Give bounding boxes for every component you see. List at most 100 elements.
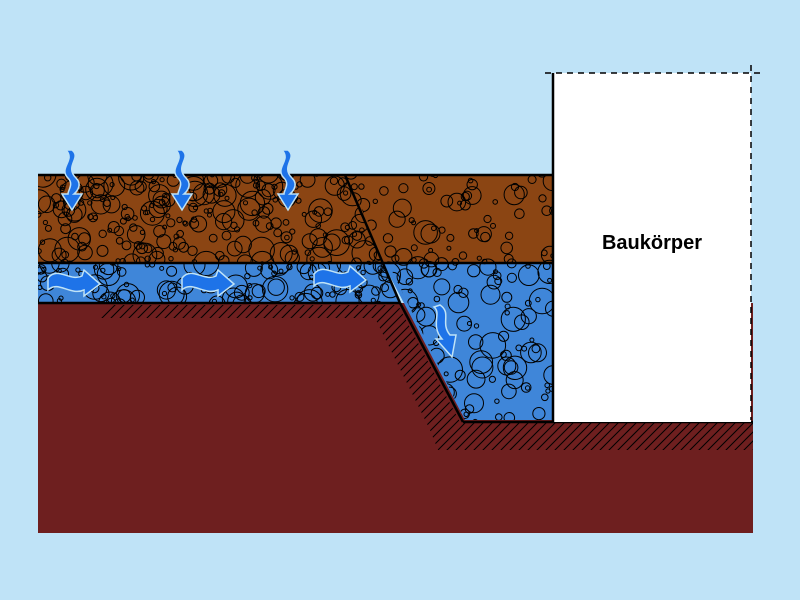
pebble: [460, 192, 470, 202]
pebble: [479, 258, 497, 276]
pebble: [388, 210, 406, 228]
pebble: [293, 292, 319, 303]
arrow-right-wavy-icon: [47, 268, 102, 298]
pebble: [467, 264, 481, 278]
pebble: [396, 268, 414, 286]
pebble: [498, 330, 510, 342]
gravel-backfill-wet: [383, 263, 553, 420]
arrow-down-wavy-icon: [276, 149, 300, 212]
pebble: [87, 213, 94, 221]
pebble: [131, 175, 142, 182]
pebble: [282, 219, 290, 226]
pebble: [123, 281, 130, 288]
pebble: [232, 294, 252, 303]
pebble: [486, 274, 502, 290]
pebble: [251, 284, 266, 299]
pebble: [118, 175, 145, 191]
pebble: [446, 233, 455, 242]
pebble: [443, 371, 449, 377]
pebble: [270, 263, 289, 276]
pebble: [267, 278, 285, 296]
pebble: [244, 263, 263, 277]
pebble: [483, 214, 492, 224]
pebble: [280, 231, 293, 244]
pebble: [495, 413, 503, 420]
pebble: [226, 240, 243, 257]
pebble: [239, 190, 266, 217]
pebble: [537, 259, 553, 284]
pebble: [44, 175, 52, 182]
pebble: [497, 356, 517, 376]
pebble: [366, 260, 372, 263]
pebble: [521, 345, 528, 352]
pebble: [510, 182, 520, 192]
pebble: [94, 170, 98, 174]
pebble: [168, 256, 174, 262]
pebble: [254, 215, 272, 233]
pebble: [268, 263, 293, 275]
pebble: [221, 287, 245, 303]
pebble: [143, 244, 153, 254]
pebble: [473, 323, 480, 329]
hatch-line: [761, 300, 800, 460]
pebble: [309, 228, 328, 247]
pebble: [312, 237, 333, 258]
pebble: [354, 291, 363, 299]
arrow-down-wavy-icon: [170, 149, 194, 212]
pebble: [105, 297, 117, 303]
pebble: [103, 199, 111, 207]
pebble: [121, 203, 128, 211]
pebble: [176, 229, 185, 238]
pebble: [257, 175, 280, 184]
pebble: [335, 289, 360, 303]
hatch-line: [679, 305, 753, 450]
gravel-backfill-dry: [345, 175, 553, 263]
pebble: [466, 321, 472, 326]
pebble: [488, 375, 496, 383]
pebble: [416, 302, 422, 308]
pebble: [75, 267, 81, 273]
pebble: [382, 233, 394, 244]
pebble: [468, 228, 479, 239]
pebble: [60, 223, 71, 235]
pebble: [406, 256, 430, 280]
pebble: [492, 199, 499, 205]
pebble: [255, 180, 267, 192]
hatch-line: [697, 305, 753, 450]
pebble: [480, 284, 501, 305]
pebble: [503, 184, 525, 206]
pebble: [156, 280, 176, 300]
pebble: [182, 220, 188, 226]
pebble: [151, 246, 164, 260]
pebble: [208, 295, 226, 303]
pebble: [310, 286, 324, 300]
pebble: [188, 218, 200, 229]
pebble: [148, 184, 171, 207]
pebble: [260, 263, 279, 280]
pebble: [549, 206, 553, 216]
pebble: [457, 200, 463, 206]
pebble: [464, 393, 484, 414]
pebble: [541, 393, 549, 402]
pebble: [325, 291, 331, 297]
pebble: [440, 194, 454, 208]
pebble: [268, 264, 274, 270]
pebble: [359, 227, 365, 233]
pebble: [227, 291, 247, 303]
pebble: [107, 221, 120, 234]
pebble: [265, 222, 274, 231]
pebble: [77, 241, 87, 252]
pebble: [273, 228, 283, 238]
pebble: [541, 205, 553, 216]
pebble: [426, 186, 433, 193]
pebble: [168, 241, 178, 251]
pebble: [115, 237, 124, 245]
pebble: [528, 343, 547, 363]
pebble: [144, 263, 150, 268]
pebble: [289, 228, 296, 235]
pebble: [502, 355, 528, 380]
pebble: [375, 300, 382, 303]
pebble: [271, 270, 278, 277]
pebble: [466, 369, 486, 389]
